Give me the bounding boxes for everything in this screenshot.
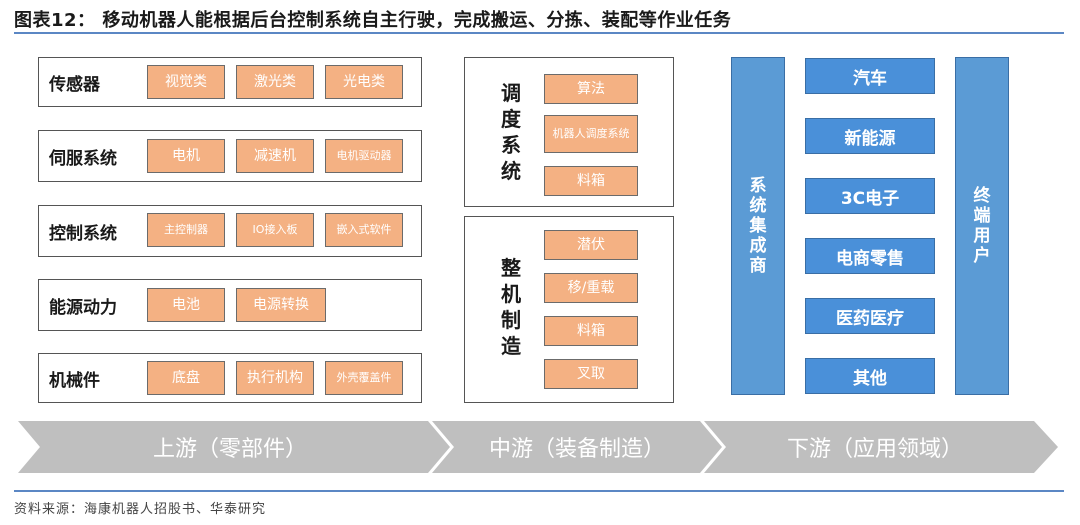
upstream-row-sensors: 传感器 视觉类 激光类 光电类 <box>38 57 422 107</box>
component-chip: 减速机 <box>236 139 314 173</box>
industry-item: 3C电子 <box>805 178 935 214</box>
midstream-manufacture-box: 整机制造 潜伏 移/重载 料箱 叉取 <box>464 216 674 403</box>
component-chip: 算法 <box>544 74 638 104</box>
figure-title: 图表12： 移动机器人能根据后台控制系统自主行驶，完成搬运、分拣、装配等作业任务 <box>14 10 732 31</box>
component-chip: 电机驱动器 <box>325 139 403 173</box>
title-rule <box>14 32 1064 34</box>
component-chip: 视觉类 <box>147 65 225 99</box>
system-integrator-label: 系统集成商 <box>749 176 767 276</box>
bottom-rule <box>14 490 1064 492</box>
row-label: 能源动力 <box>49 297 117 318</box>
stage-arrow-midstream <box>432 421 722 473</box>
component-chip: 电机 <box>147 139 225 173</box>
stage-arrow-downstream <box>704 421 1058 473</box>
row-label: 传感器 <box>49 74 100 95</box>
component-chip: IO接入板 <box>236 213 314 247</box>
component-chip: 执行机构 <box>236 361 314 395</box>
industry-item: 新能源 <box>805 118 935 154</box>
stage-label-upstream: 上游（零部件） <box>152 437 307 462</box>
end-user-label: 终端用户 <box>973 186 991 266</box>
component-chip: 移/重载 <box>544 273 638 303</box>
stage-arrow-upstream <box>18 421 450 473</box>
industry-item: 其他 <box>805 358 935 394</box>
component-chip: 潜伏 <box>544 230 638 260</box>
row-label: 机械件 <box>49 370 100 391</box>
stage-label-midstream: 中游（装备制造） <box>488 437 665 462</box>
upstream-row-power: 能源动力 电池 电源转换 <box>38 279 422 331</box>
dispatch-label: 调度系统 <box>501 81 521 183</box>
industry-item: 汽车 <box>805 58 935 94</box>
component-chip: 料箱 <box>544 166 638 196</box>
component-chip: 激光类 <box>236 65 314 99</box>
component-chip: 底盘 <box>147 361 225 395</box>
row-label: 伺服系统 <box>49 148 117 169</box>
end-user-column: 终端用户 <box>955 57 1009 395</box>
midstream-dispatch-box: 调度系统 算法 机器人调度系统 料箱 <box>464 57 674 207</box>
component-chip: 主控制器 <box>147 213 225 247</box>
upstream-row-control: 控制系统 主控制器 IO接入板 嵌入式软件 <box>38 205 422 257</box>
system-integrator-column: 系统集成商 <box>731 57 785 395</box>
industry-item: 医药医疗 <box>805 298 935 334</box>
stage-label-downstream: 下游（应用领域） <box>786 437 963 462</box>
component-chip: 料箱 <box>544 316 638 346</box>
component-chip: 外壳覆盖件 <box>325 361 403 395</box>
component-chip: 机器人调度系统 <box>544 115 638 153</box>
upstream-row-mechanical: 机械件 底盘 执行机构 外壳覆盖件 <box>38 353 422 403</box>
component-chip: 电源转换 <box>236 288 326 322</box>
component-chip: 嵌入式软件 <box>325 213 403 247</box>
manufacture-label: 整机制造 <box>501 256 521 358</box>
component-chip: 光电类 <box>325 65 403 99</box>
component-chip: 叉取 <box>544 359 638 389</box>
upstream-row-servo: 伺服系统 电机 减速机 电机驱动器 <box>38 130 422 182</box>
component-chip: 电池 <box>147 288 225 322</box>
row-label: 控制系统 <box>49 223 117 244</box>
industry-item: 电商零售 <box>805 238 935 274</box>
source-note: 资料来源：海康机器人招股书、华泰研究 <box>14 502 267 517</box>
